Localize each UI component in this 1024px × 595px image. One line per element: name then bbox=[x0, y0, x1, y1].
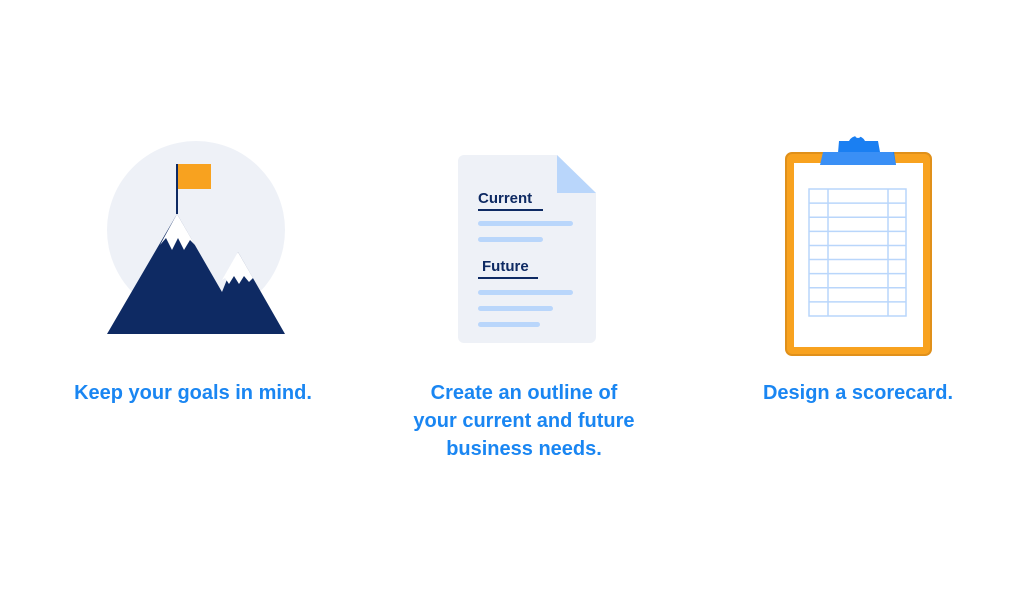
clipboard-icon bbox=[785, 132, 932, 356]
doc-heading-current: Current bbox=[478, 190, 533, 207]
caption-outline: Create an outline of your current and fu… bbox=[374, 379, 674, 463]
caption-line: business needs. bbox=[446, 438, 602, 460]
caption-goals: Keep your goals in mind. bbox=[74, 382, 312, 404]
caption-scorecard: Design a scorecard. bbox=[762, 382, 954, 404]
mountain-flag-icon bbox=[107, 141, 285, 334]
document-icon bbox=[458, 155, 596, 343]
caption-line: your current and future bbox=[413, 410, 635, 432]
caption-line: Create an outline of bbox=[430, 382, 618, 404]
scorecard-table bbox=[808, 188, 907, 317]
doc-heading-future: Future bbox=[482, 258, 529, 275]
